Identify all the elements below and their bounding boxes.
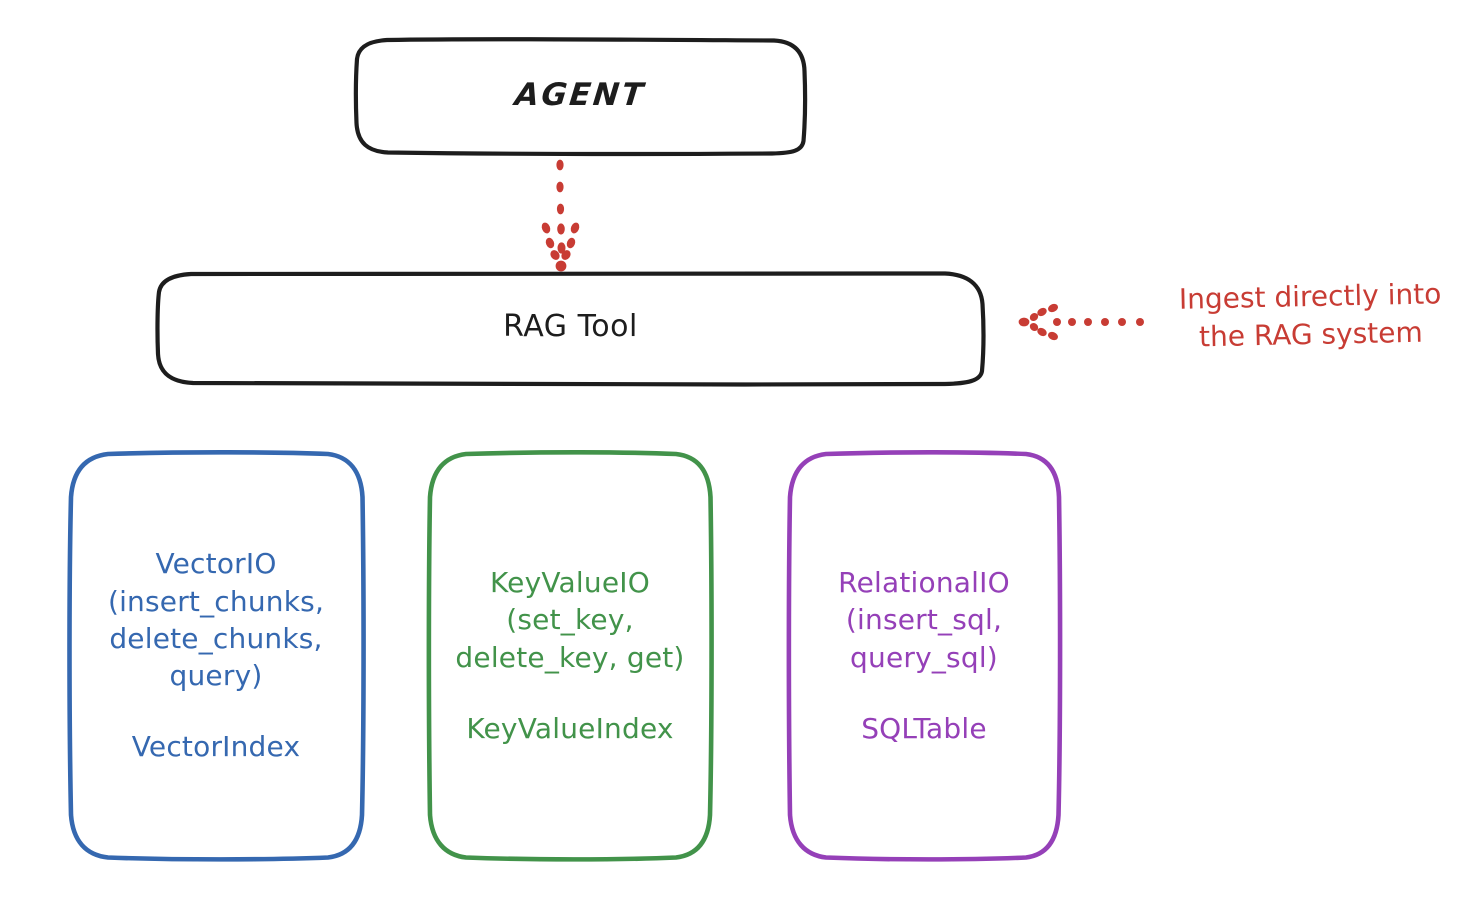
agent-label: AGENT bbox=[513, 77, 648, 114]
vector-index-label: VectorIndex bbox=[131, 730, 301, 764]
agent-box: AGENT bbox=[353, 37, 808, 157]
key-value-index-label: KeyValueIndex bbox=[466, 711, 674, 745]
vector-io-box: VectorIO (insert_chunks, delete_chunks, … bbox=[66, 449, 366, 862]
key-value-io-api-label: KeyValueIO (set_key, delete_key, get) bbox=[455, 566, 685, 674]
key-value-io-box: KeyValueIO (set_key, delete_key, get) Ke… bbox=[426, 449, 714, 862]
relational-io-api-label: RelationalIO (insert_sql, query_sql) bbox=[838, 566, 1010, 674]
agent-to-rag-tool-arrow bbox=[541, 159, 580, 272]
rag-tool-label: RAG Tool bbox=[503, 309, 638, 345]
ingest-annotation-text: Ingest directly into the RAG system bbox=[1178, 277, 1442, 354]
rag-tool-box: RAG Tool bbox=[155, 270, 986, 387]
sql-table-label: SQLTable bbox=[861, 711, 987, 745]
relational-io-box: RelationalIO (insert_sql, query_sql) SQL… bbox=[786, 449, 1063, 862]
vector-io-api-label: VectorIO (insert_chunks, delete_chunks, … bbox=[107, 547, 325, 693]
ingest-into-rag-arrow bbox=[1018, 303, 1144, 341]
